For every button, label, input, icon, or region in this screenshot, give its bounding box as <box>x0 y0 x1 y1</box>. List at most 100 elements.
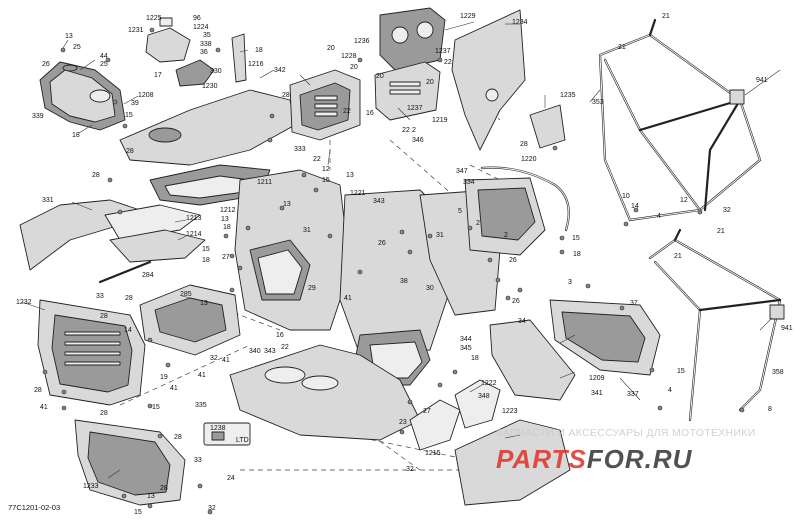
part-ref-31b: 31 <box>436 232 444 239</box>
part-ref-10: 10 <box>622 193 630 200</box>
ltd-label-box <box>203 422 251 446</box>
part-ref-1238: 1238 <box>210 425 226 432</box>
part-ref-34: 34 <box>518 318 526 325</box>
part-ref-96: 96 <box>193 15 201 22</box>
part-ref-339: 339 <box>32 113 44 120</box>
part-ref-358: 358 <box>772 369 784 376</box>
part-1223-side-guard <box>409 379 571 506</box>
part-ref-21a: 21 <box>662 13 670 20</box>
part-ref-13b: 13 <box>346 172 354 179</box>
part-ref-14: 14 <box>124 327 132 334</box>
part-ref-345: 345 <box>460 345 472 352</box>
part-ref-1237b: 1237 <box>407 105 423 112</box>
part-ref-13d: 13 <box>200 300 208 307</box>
part-ref-1221: 1221 <box>350 190 366 197</box>
part-ref-16b: 16 <box>276 332 284 339</box>
part-ref-1223: 1223 <box>502 408 518 415</box>
part-334-intake-box <box>464 177 546 256</box>
figure-code: 77C1201-02-03 <box>8 503 60 512</box>
part-ref-1236: 1236 <box>354 38 370 45</box>
part-ref-941b: 941 <box>781 325 793 332</box>
part-ref-1237a: 1237 <box>435 48 451 55</box>
part-ref-38: 38 <box>400 278 408 285</box>
part-ref-22a: 22 <box>444 59 452 66</box>
part-ref-15d: 15 <box>202 246 210 253</box>
part-ref-41b: 41 <box>170 385 178 392</box>
part-ref-1225: 1225 <box>146 15 162 22</box>
part-ref-13c: 13 <box>221 216 229 223</box>
part-ref-1222: 1222 <box>481 380 497 387</box>
part-ref-21c: 21 <box>717 228 725 235</box>
part-ref-28b: 28 <box>282 92 290 99</box>
part-341-step-panel <box>489 319 576 401</box>
part-ref-33b: 33 <box>194 457 202 464</box>
part-358-roll-cage-bottom <box>648 228 785 422</box>
part-1233-lower-box <box>74 419 186 506</box>
part-ref-4a: 4 <box>657 213 661 220</box>
part-ref-1233: 1233 <box>83 483 99 490</box>
part-ref-1230: 1230 <box>202 83 218 90</box>
part-ref-1211: 1211 <box>257 179 272 186</box>
watermark-brand-parts: PARTS <box>496 444 587 474</box>
part-ref-36: 36 <box>200 49 208 56</box>
ltd-label: LTD <box>236 437 249 444</box>
part-ref-28f: 28 <box>100 313 108 320</box>
part-ref-28c: 28 <box>520 141 528 148</box>
part-ref-343b: 343 <box>264 348 276 355</box>
part-ref-33a: 33 <box>96 293 104 300</box>
part-ref-26b: 26 <box>378 240 386 247</box>
part-ref-1209: 1209 <box>589 375 605 382</box>
part-ref-39: 39 <box>131 100 139 107</box>
part-1235-bracket <box>529 104 566 149</box>
part-ref-15c: 15 <box>572 235 580 242</box>
part-ref-331: 331 <box>42 197 54 204</box>
part-ref-23: 23 <box>399 419 407 426</box>
part-ref-44: 44 <box>100 53 108 60</box>
part-ref-1235: 1235 <box>560 92 576 99</box>
part-ref-285: 285 <box>180 291 192 298</box>
part-ref-1229: 1229 <box>460 13 476 20</box>
part-ref-16: 16 <box>366 110 374 117</box>
watermark-brand: PARTSFOR.RU <box>496 444 693 474</box>
part-ref-1220: 1220 <box>521 156 537 163</box>
part-ref-15g: 15 <box>677 368 685 375</box>
part-ref-1219: 1219 <box>432 117 448 124</box>
part-ref-26c: 26 <box>509 257 517 264</box>
watermark-brand-for-ru: FOR.RU <box>587 444 693 474</box>
part-ref-3: 3 <box>568 279 572 286</box>
part-ref-340: 340 <box>249 348 261 355</box>
part-ref-941a: 941 <box>756 77 768 84</box>
part-ref-17: 17 <box>154 72 162 79</box>
part-ref-2c: 2 <box>504 232 508 239</box>
part-ref-15b: 15 <box>322 177 330 184</box>
part-337-storage-tub <box>549 299 661 376</box>
part-ref-341: 341 <box>591 390 603 397</box>
part-ref-32c: 32 <box>208 505 216 512</box>
part-ref-1231: 1231 <box>128 27 144 34</box>
part-ref-28i: 28 <box>34 387 42 394</box>
part-ref-26d: 26 <box>512 298 520 305</box>
part-ref-30: 30 <box>426 285 434 292</box>
part-335-floor-pan <box>229 344 421 441</box>
part-ref-22e: 22 <box>402 127 410 134</box>
part-ref-31a: 31 <box>303 227 311 234</box>
part-ref-348: 348 <box>478 393 490 400</box>
part-ref-28h: 28 <box>100 410 108 417</box>
part-ref-18e: 18 <box>202 257 210 264</box>
part-342-instrument-housing <box>289 69 361 141</box>
part-ref-337: 337 <box>627 391 639 398</box>
part-ref-335: 335 <box>195 402 207 409</box>
part-ref-32d: 32 <box>723 207 731 214</box>
part-ref-13f: 13 <box>147 493 155 500</box>
part-ref-1212: 1212 <box>220 207 236 214</box>
part-ref-346: 346 <box>412 137 424 144</box>
part-ref-1234: 1234 <box>512 19 528 26</box>
part-331-side-rail <box>19 199 206 284</box>
part-1220-hose <box>480 166 570 232</box>
part-1232-side-box <box>37 299 146 406</box>
part-ref-1215: 1215 <box>425 450 441 457</box>
part-ref-32b: 32 <box>406 466 414 473</box>
